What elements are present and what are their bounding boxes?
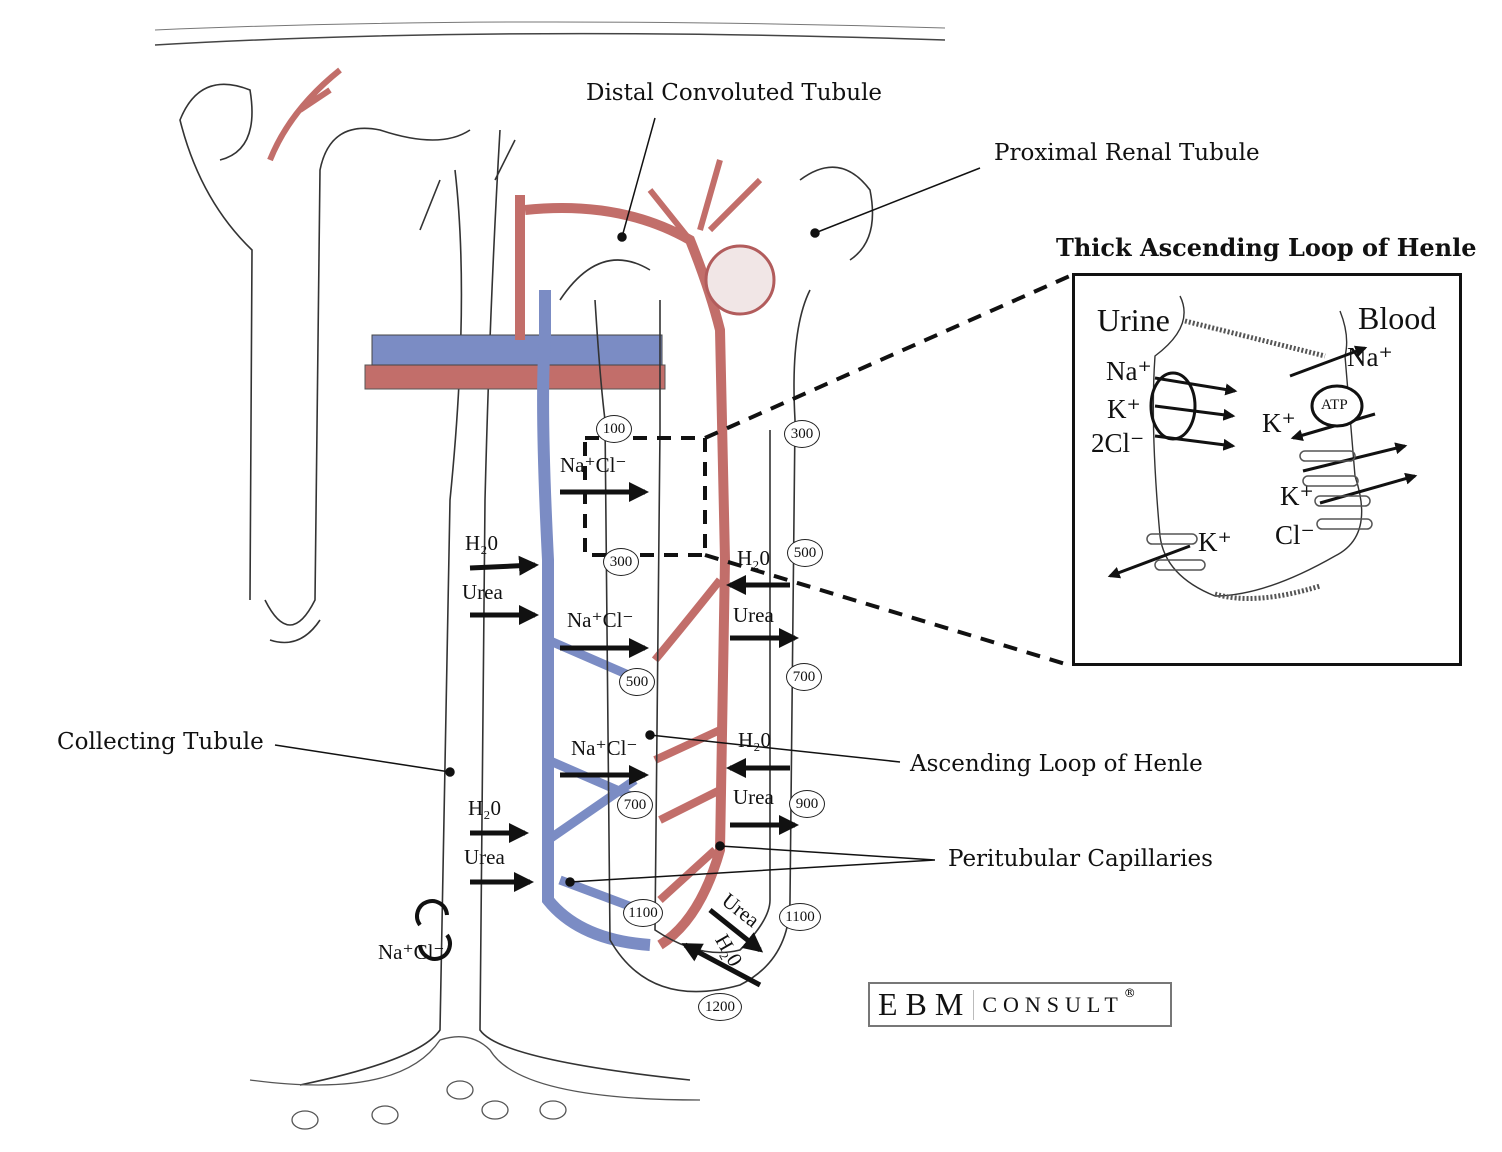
logo-consult: CONSULT — [982, 991, 1124, 1017]
ion-urea-desc-1: Urea — [733, 603, 774, 627]
cotransport-na: Na⁺ — [1106, 356, 1152, 386]
atp-pump — [1310, 384, 1364, 428]
left-nephron — [179, 83, 471, 644]
ion-h2o-desc-1: H₂0 — [737, 546, 770, 570]
osmolarity-marker: 1100 — [779, 903, 821, 931]
osmolarity-marker: 900 — [789, 790, 825, 818]
channel-cl-blood: Cl⁻ — [1275, 520, 1315, 550]
logo-ebm: EBM — [878, 986, 972, 1022]
label-proximal-renal-tubule: Proximal Renal Tubule — [994, 140, 1260, 166]
osmolarity-marker: 1100 — [623, 899, 663, 927]
ion-nacl-collecting: Na⁺Cl⁻ — [378, 940, 445, 964]
channel-k-blood: K⁺ — [1280, 481, 1314, 511]
callout-leader-top — [704, 273, 1073, 440]
pump-na: Na⁺ — [1347, 342, 1393, 372]
pump-k: K⁺ — [1262, 408, 1296, 438]
vein-descending — [537, 290, 651, 951]
ion-urea-ct-1: Urea — [462, 580, 503, 604]
channel-k-urine: K⁺ — [1198, 527, 1232, 557]
transport-arrows — [469, 482, 799, 988]
inset-thick-ascending-loop: Urine Blood Na⁺ K⁺ 2Cl⁻ Na⁺ K⁺ ATP K⁺ Cl… — [1072, 273, 1462, 666]
ion-h2o-ct-2: H₂0 — [468, 796, 501, 820]
ion-h2o-ct-1: H₂0 — [465, 531, 498, 555]
registered-icon: ® — [1123, 985, 1136, 1000]
label-distal-convoluted-tubule: Distal Convoluted Tubule — [586, 80, 883, 106]
callout-box — [583, 436, 707, 557]
logo-separator — [973, 989, 975, 1020]
osmolarity-marker: 500 — [619, 668, 655, 696]
small-artery-left — [267, 67, 342, 162]
cortex-border — [154, 32, 946, 46]
ion-channels — [1146, 450, 1373, 571]
label-collecting-tubule: Collecting Tubule — [57, 729, 264, 755]
cotransport-k: K⁺ — [1107, 394, 1141, 424]
inset-blood-label: Blood — [1358, 300, 1437, 336]
callout-leader-bottom — [704, 553, 1073, 668]
inset-urine-label: Urine — [1097, 302, 1170, 338]
label-ascending-loop: Ascending Loop of Henle — [910, 751, 1203, 777]
exchange-icon — [415, 899, 452, 961]
ion-nacl-upper: Na⁺Cl⁻ — [560, 453, 627, 477]
osmolarity-marker: 500 — [787, 539, 823, 567]
osmolarity-marker: 1200 — [698, 993, 742, 1021]
ion-urea-ct-2: Urea — [464, 845, 505, 869]
osmolarity-marker: 700 — [617, 791, 653, 819]
collecting-duct — [299, 129, 691, 1086]
osmolarity-marker: 300 — [784, 420, 820, 448]
cotransport-2cl: 2Cl⁻ — [1091, 428, 1145, 458]
inset-title: Thick Ascending Loop of Henle — [1056, 233, 1477, 262]
ion-nacl-mid: Na⁺Cl⁻ — [567, 608, 634, 632]
cell-diagram — [1107, 295, 1418, 601]
label-leaders — [274, 117, 981, 887]
atp-label: ATP — [1321, 397, 1348, 413]
osmolarity-marker: 300 — [603, 548, 639, 576]
osmolarity-marker: 700 — [786, 663, 822, 691]
ion-urea-desc-2: Urea — [733, 785, 774, 809]
papilla — [249, 1036, 701, 1130]
ebm-consult-logo: EBM CONSULT ® — [868, 982, 1172, 1027]
ion-nacl-low: Na⁺Cl⁻ — [571, 736, 638, 760]
label-peritubular-capillaries: Peritubular Capillaries — [948, 846, 1213, 872]
renal-artery-segment — [364, 364, 666, 390]
glomerulus — [704, 244, 776, 316]
cell-membrane — [1152, 295, 1363, 597]
osmolarity-marker: 100 — [596, 415, 632, 443]
ion-h2o-desc-2: H₂0 — [738, 728, 771, 752]
